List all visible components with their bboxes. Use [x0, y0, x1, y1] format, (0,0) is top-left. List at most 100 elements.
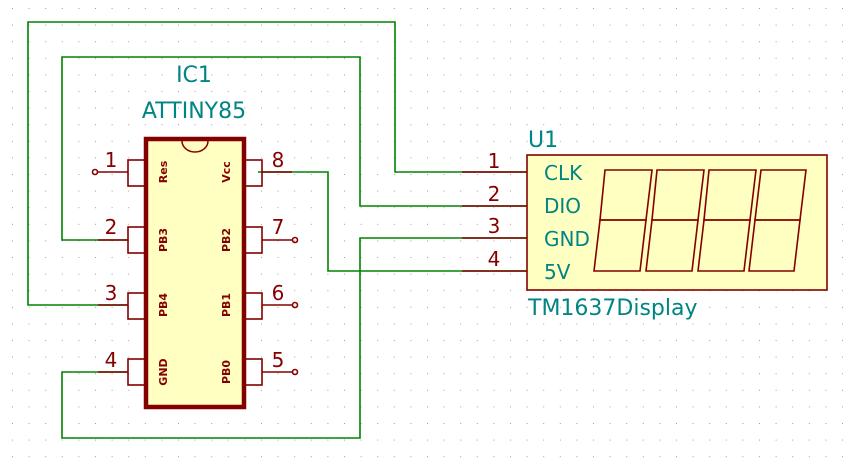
grid-dot [78, 423, 80, 424]
grid-dot [61, 24, 63, 26]
grid-dot [759, 439, 760, 441]
grid-dot [559, 74, 561, 76]
grid-dot [427, 190, 428, 192]
grid-dot [178, 24, 179, 26]
grid-dot [792, 8, 794, 9]
grid-dot [377, 389, 379, 391]
grid-dot [28, 41, 30, 43]
grid-dot [742, 107, 744, 109]
grid-dot [111, 207, 113, 209]
pin-name-pb4: PB4 [157, 293, 170, 317]
grid-dot [792, 340, 794, 341]
grid-dot [659, 306, 661, 308]
pin-end-5 [291, 368, 299, 376]
ic-attiny85[interactable]: 1 2 3 4 8 7 6 5 Res PB3 PB4 GND Vcc PB2 … [91, 136, 299, 410]
wire-pb4-clk[interactable] [27, 21, 527, 306]
grid-dot [808, 57, 810, 59]
grid-dot [460, 306, 462, 308]
grid-dot [377, 340, 379, 341]
wire-pb3-dio[interactable] [61, 56, 527, 241]
grid-dot [294, 456, 296, 458]
grid-dot [45, 306, 47, 308]
wire-vcc-5v[interactable] [258, 171, 527, 272]
grid-dot [61, 356, 63, 358]
grid-dot [510, 8, 511, 9]
grid-dot [344, 174, 345, 175]
grid-dot [12, 223, 13, 225]
grid-dot [410, 240, 412, 242]
grid-dot [294, 240, 296, 242]
grid-dot [443, 57, 445, 59]
grid-dot [277, 24, 279, 26]
grid-dot [825, 373, 827, 375]
grid-dot [144, 439, 146, 441]
grid-dot [261, 190, 262, 192]
grid-dot [178, 439, 179, 441]
grid-dot [460, 439, 462, 441]
grid-dot [294, 107, 296, 109]
grid-dot [493, 340, 495, 341]
grid-dot [12, 74, 13, 76]
grid-dot [78, 439, 80, 441]
grid-dot [310, 340, 312, 341]
grid-dot [576, 389, 578, 391]
grid-dot [161, 423, 163, 424]
grid-dot [443, 107, 445, 109]
grid-dot [742, 41, 744, 43]
grid-dot [642, 107, 644, 109]
grid-dot [825, 423, 827, 424]
pin-number-4: 4 [105, 348, 118, 372]
display-pin-name-5v: 5V [544, 260, 571, 284]
grid-dot [742, 323, 744, 325]
grid-dot [261, 157, 262, 159]
grid-dot [128, 41, 130, 43]
grid-dot [593, 74, 594, 76]
grid-dot [476, 423, 478, 424]
ic-right-pins [243, 159, 299, 386]
grid-dot [111, 74, 113, 76]
grid-dot [360, 290, 362, 292]
grid-dot [775, 340, 777, 341]
grid-dot [261, 439, 262, 441]
display-tm1637[interactable]: 1 2 3 4 CLK DIO GND 5V [462, 149, 828, 291]
grid-dot [593, 91, 594, 92]
grid-dot [28, 373, 30, 375]
grid-dot [28, 190, 30, 192]
grid-dot [443, 190, 445, 192]
grid-dot [227, 41, 229, 43]
grid-dot [792, 74, 794, 76]
grid-dot [842, 74, 843, 76]
grid-dot [609, 107, 611, 109]
grid-dot [344, 157, 345, 159]
grid-dot [725, 406, 727, 408]
grid-dot [78, 207, 80, 209]
grid-dot [161, 107, 163, 109]
grid-dot [676, 107, 677, 109]
grid-dot [759, 8, 760, 9]
grid-dot [360, 257, 362, 258]
grid-dot [609, 356, 611, 358]
grid-dot [759, 373, 760, 375]
grid-dot [344, 8, 345, 9]
grid-dot [393, 323, 395, 325]
grid-dot [277, 107, 279, 109]
wire-gnd-gnd[interactable] [61, 237, 527, 439]
grid-dot [526, 356, 528, 358]
grid-dot [510, 157, 511, 159]
display-reference: U1 [528, 128, 558, 153]
grid-dot [476, 273, 478, 275]
grid-dot [294, 24, 296, 26]
grid-dot [659, 456, 661, 458]
grid-dot [360, 223, 362, 225]
grid-dot [510, 389, 511, 391]
grid-dot [493, 456, 495, 458]
grid-dot [443, 207, 445, 209]
pin-number-8: 8 [272, 148, 285, 172]
grid-dot [45, 240, 47, 242]
grid-dot [559, 140, 561, 142]
grid-dot [543, 124, 545, 126]
grid-dot [95, 140, 96, 142]
grid-dot [510, 456, 511, 458]
grid-dot [692, 91, 694, 92]
grid-dot [294, 140, 296, 142]
